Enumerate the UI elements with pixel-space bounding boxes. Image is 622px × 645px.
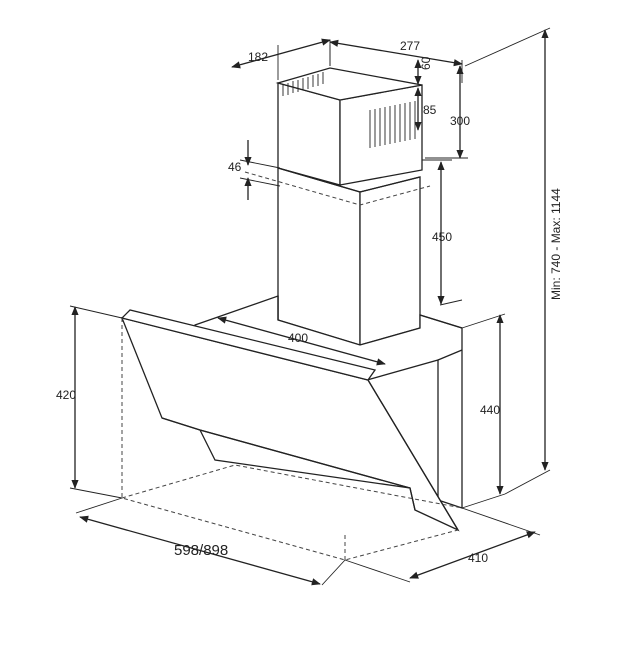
label-vent-height: 85	[423, 103, 437, 117]
label-lower-section: 450	[432, 230, 452, 244]
dim-top-gap: 60	[414, 56, 433, 85]
vent-slots-icon	[282, 72, 416, 148]
dim-vent-height: 85	[414, 87, 437, 131]
dim-lower-section: 450	[422, 159, 463, 306]
label-upper-section: 300	[450, 114, 470, 128]
chimney-lower	[244, 167, 431, 346]
label-width: 598/898	[174, 542, 228, 559]
label-overlap: 46	[228, 160, 242, 174]
dim-chimney-width: 277	[329, 39, 463, 83]
label-chimney-base: 400	[288, 331, 308, 345]
dim-chimney-base: 400	[217, 316, 386, 366]
label-chimney-width: 277	[400, 39, 420, 53]
dim-overlap: 46	[228, 140, 281, 200]
label-hood-height-back: 440	[480, 403, 500, 417]
dim-upper-section: 300	[425, 65, 470, 159]
label-total-height: Min: 740 - Max: 1144	[549, 188, 563, 300]
chimney-upper	[275, 67, 423, 186]
label-top-gap: 60	[419, 56, 433, 70]
label-depth: 410	[468, 551, 488, 565]
dim-depth: 410	[344, 507, 541, 583]
dim-width: 598/898	[75, 497, 346, 586]
dim-total-height: Min: 740 - Max: 1144	[464, 27, 563, 495]
label-chimney-depth: 182	[248, 50, 268, 64]
dim-hood-height-front: 420	[56, 305, 123, 499]
dim-hood-height-back: 440	[461, 313, 506, 509]
label-hood-height-front: 420	[56, 388, 76, 402]
